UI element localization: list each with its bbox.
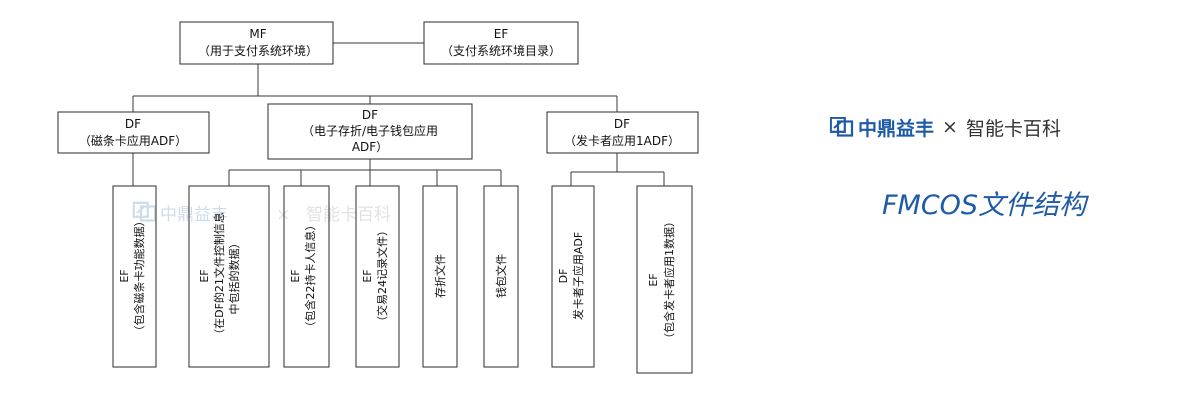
node-df-sub: DF 发卡者子应用ADF — [551, 185, 595, 368]
node-ef-passbook: 存折文件 — [422, 185, 458, 368]
node-ef-trans-title: EF — [361, 269, 374, 282]
watermark-brand: 中鼎益丰 — [160, 205, 228, 225]
brand-times-symbol: × — [942, 116, 958, 138]
node-df-mag-title: DF — [125, 117, 141, 131]
node-ef-wallet-label: 钱包文件 — [494, 254, 508, 298]
node-ef-dir-desc: （支付系统环境目录） — [441, 43, 561, 58]
node-ef-ctrl: EF （在DF的21文件控制信息 中包括的数据） — [188, 185, 270, 368]
page-title: FMCOS文件结构 — [882, 190, 1087, 221]
node-ef-issuer-data-desc: （包含发卡者应用1数据） — [662, 216, 676, 344]
file-structure-diagram: 中鼎益丰 × 智能卡百科 MF （用于支付系统环境） EF （支付系统环境目录） — [57, 21, 699, 374]
watermark-partner: 智能卡百科 — [306, 205, 391, 225]
node-df-ep-desc-2: ADF） — [352, 140, 388, 154]
brand-partner-name: 智能卡百科 — [965, 117, 1061, 140]
node-ef-issuer-data: EF （包含发卡者应用1数据） — [636, 185, 693, 374]
node-ef-mag: EF （包含磁条卡功能数据） — [112, 185, 157, 368]
node-ef-dir-title: EF — [494, 27, 509, 41]
node-ef-ctrl-desc-2: 中包括的数据） — [227, 238, 241, 315]
node-ef-holder-title: EF — [289, 269, 302, 282]
node-ef-ctrl-title: EF — [198, 269, 211, 282]
node-df-ep: DF （电子存折/电子钱包应用 ADF） — [267, 103, 473, 160]
watermark: 中鼎益丰 × 智能卡百科 — [132, 201, 391, 225]
node-ef-trans: EF （交易24记录文件） — [355, 185, 400, 368]
node-ef-trans-desc: （交易24记录文件） — [375, 225, 389, 327]
node-ef-mag-desc: （包含磁条卡功能数据） — [132, 216, 146, 337]
node-df-issuer-desc: （发卡者应用1ADF） — [564, 133, 680, 148]
node-df-ep-desc: （电子存折/电子钱包应用 — [302, 123, 438, 138]
node-mf-title: MF — [249, 27, 266, 41]
node-ef-mag-title: EF — [118, 269, 131, 282]
node-df-sub-desc: 发卡者子应用ADF — [571, 232, 585, 320]
node-ef-ctrl-desc: （在DF的21文件控制信息 — [212, 212, 226, 340]
node-df-ep-title: DF — [362, 108, 378, 122]
node-ef-holder-desc: （包含22持卡人信息） — [303, 220, 317, 333]
node-ef-wallet: 钱包文件 — [483, 185, 519, 368]
node-df-mag: DF （磁条卡应用ADF） — [57, 111, 210, 154]
node-df-issuer-title: DF — [614, 117, 630, 131]
node-ef-dir: EF （支付系统环境目录） — [423, 21, 579, 65]
node-mf-desc: （用于支付系统环境） — [198, 43, 318, 58]
watermark-times: × — [276, 205, 290, 225]
brand-name: 中鼎益丰 — [858, 117, 935, 140]
node-df-mag-desc: （磁条卡应用ADF） — [79, 133, 187, 148]
node-df-sub-title: DF — [557, 269, 570, 284]
node-ef-passbook-label: 存折文件 — [433, 254, 447, 298]
node-df-issuer: DF （发卡者应用1ADF） — [546, 111, 699, 154]
node-ef-holder: EF （包含22持卡人信息） — [283, 185, 330, 368]
node-mf: MF （用于支付系统环境） — [179, 21, 334, 65]
ze-logo-icon — [830, 117, 854, 137]
node-ef-issuer-data-title: EF — [647, 273, 660, 286]
brand-header: 中鼎益丰 × 智能卡百科 — [830, 113, 1061, 141]
connectors — [132, 42, 665, 186]
